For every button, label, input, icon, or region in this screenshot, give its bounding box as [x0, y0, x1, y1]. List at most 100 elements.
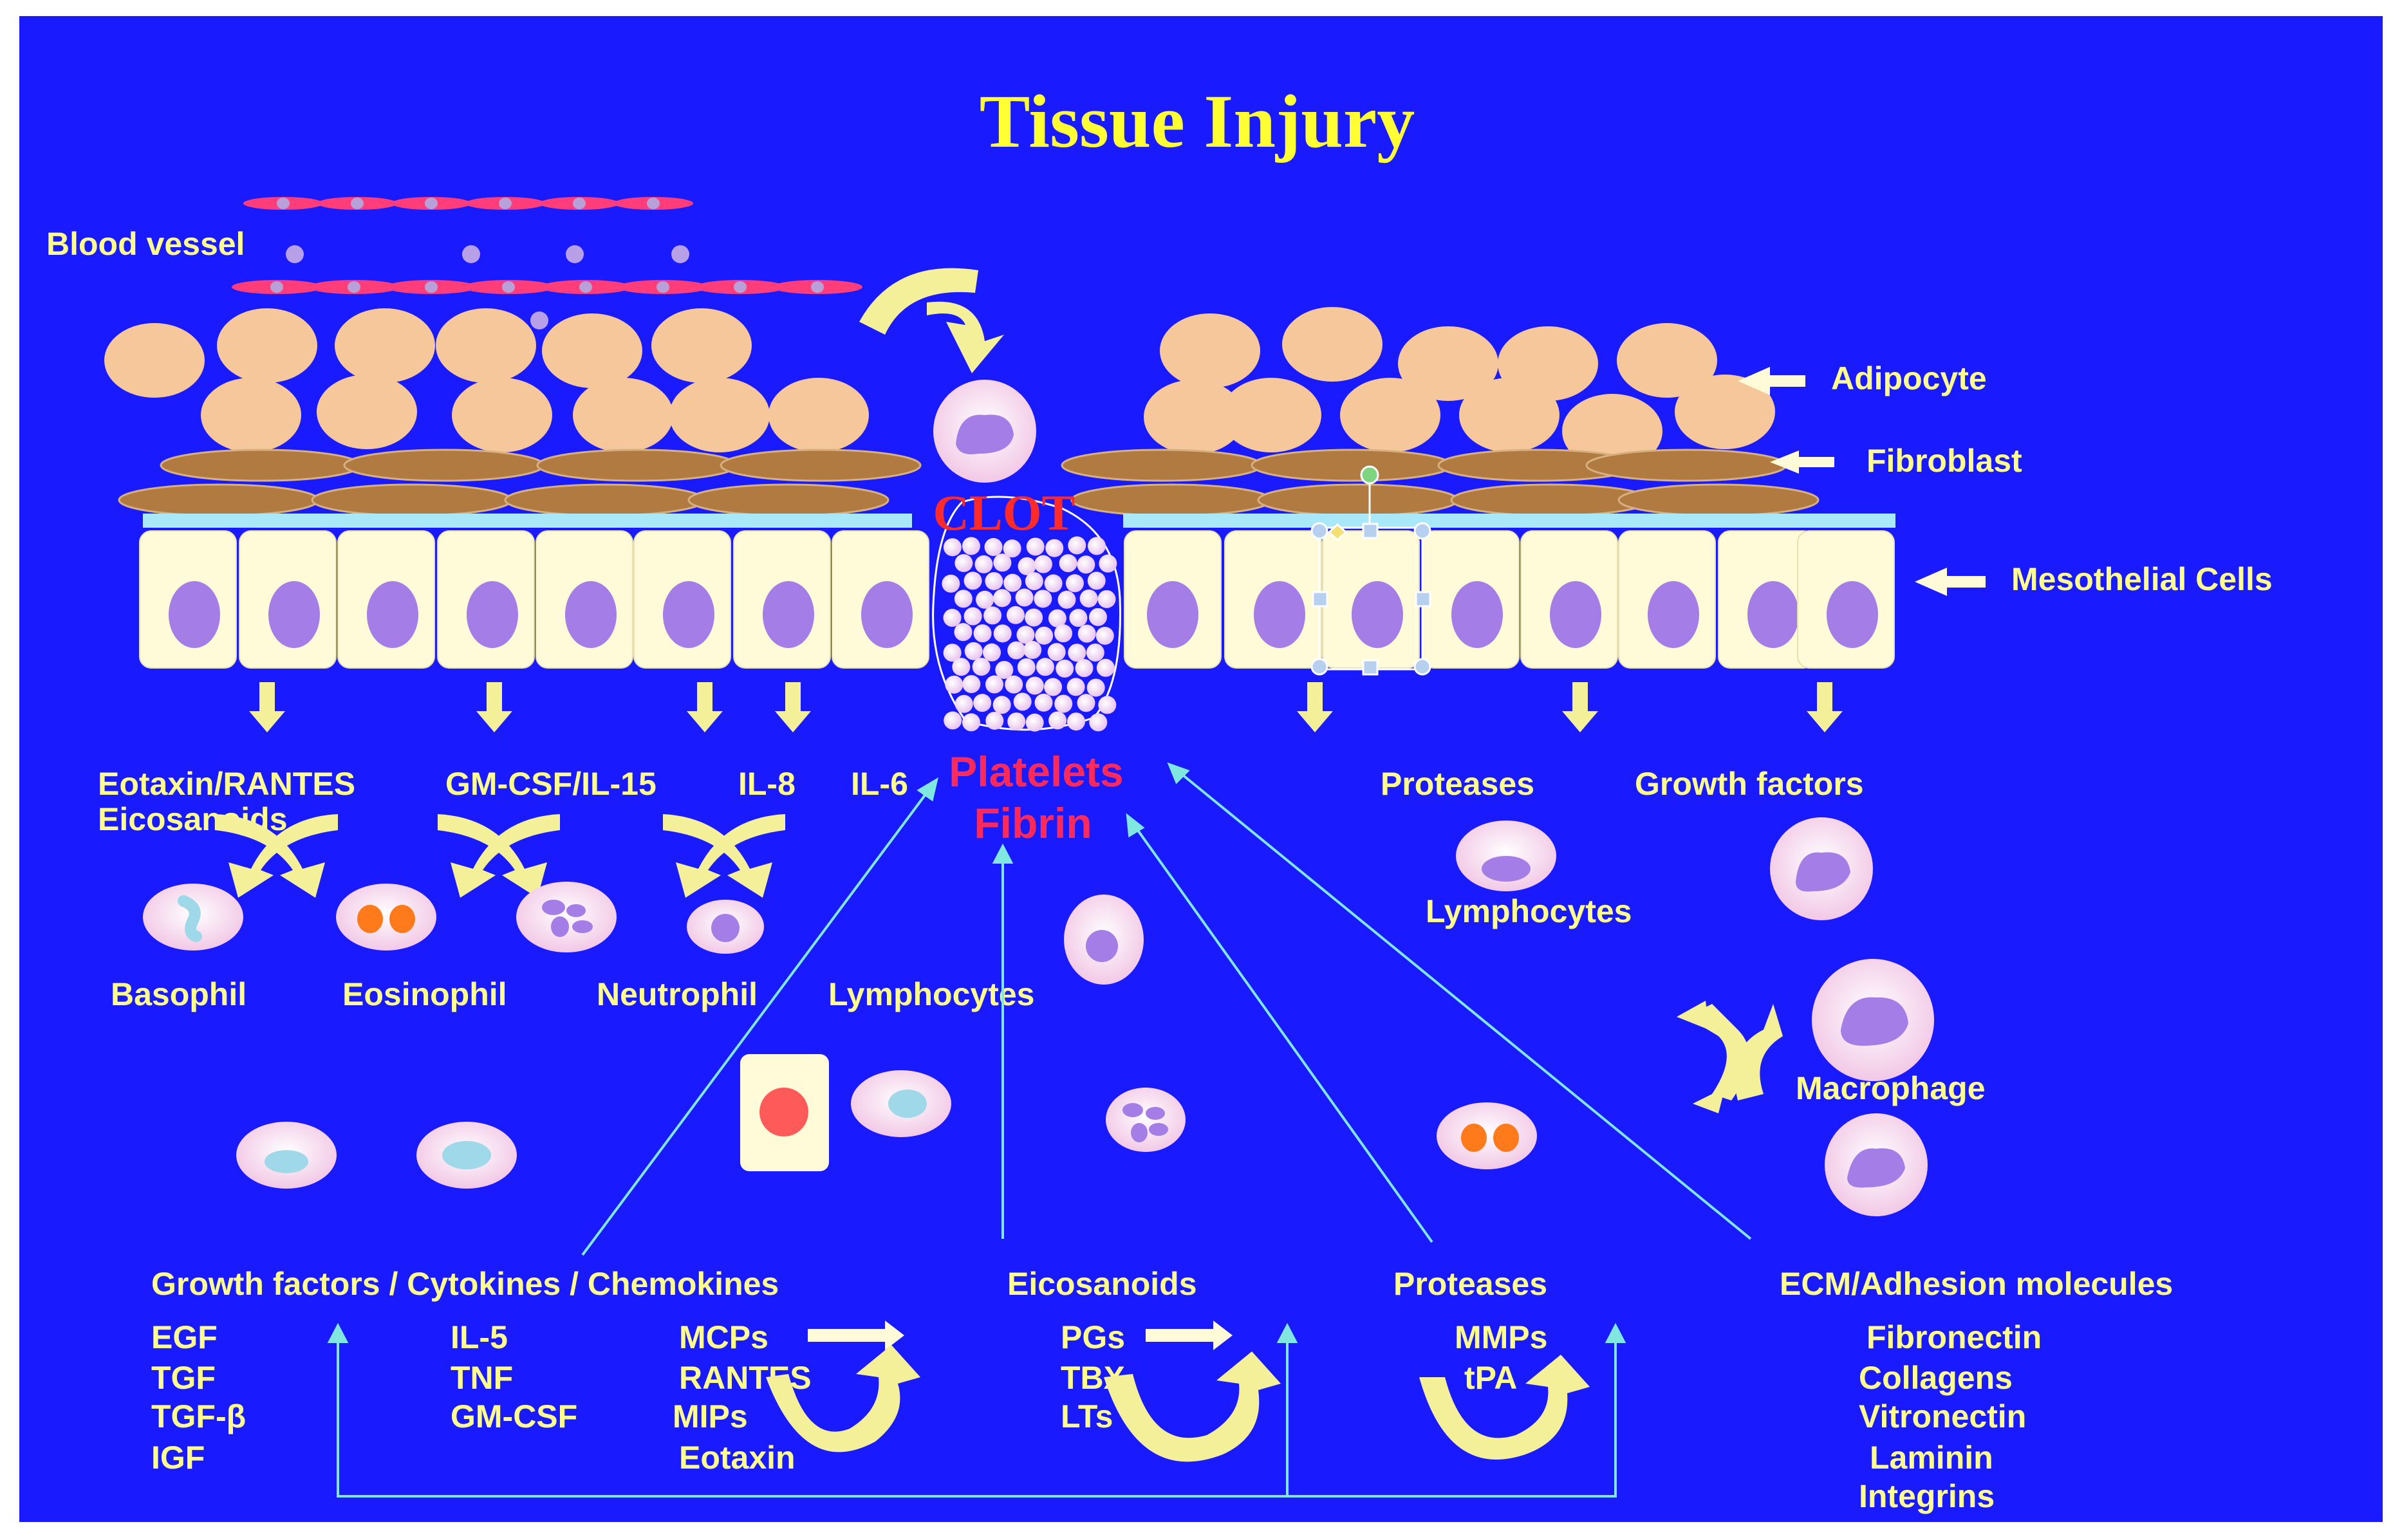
basophil-cell [143, 884, 243, 951]
prot-item: MMPs [1455, 1319, 1547, 1355]
adipocyte-cell [651, 308, 752, 383]
platelet [1075, 659, 1094, 678]
platelet [1034, 555, 1052, 573]
platelet [973, 624, 992, 643]
platelet [1025, 608, 1043, 627]
fibroblast-cell [687, 483, 889, 517]
platelet [1023, 640, 1042, 659]
platelet [943, 644, 962, 662]
fibroblast-cell [160, 449, 362, 482]
leukocyte-dot [566, 245, 584, 263]
selection-handles[interactable] [1310, 465, 1431, 676]
fibroblast-cell [311, 483, 513, 517]
basement-strip-right [1123, 514, 1895, 528]
platelet [1065, 574, 1084, 593]
platelet [1006, 606, 1025, 624]
fibrin-label: Fibrin [974, 799, 1092, 847]
platelet [1035, 626, 1054, 645]
eico-item: LTs [1061, 1398, 1113, 1434]
platelet [993, 624, 1012, 643]
endothelial-nucleus [573, 198, 586, 209]
eico-item: PGs [1061, 1319, 1125, 1355]
leukocyte-dot [462, 245, 480, 263]
platelet [995, 660, 1014, 679]
diagram-title: Tissue Injury [980, 79, 1415, 163]
gf-col2-item: IL-5 [451, 1319, 508, 1355]
platelet [942, 574, 960, 593]
macrophage-cell-upper [1812, 959, 1934, 1081]
cross-arrow-part [228, 814, 338, 898]
platelet [1068, 644, 1086, 662]
platelet [1087, 571, 1106, 590]
basophil-small-cell-2 [416, 1122, 517, 1189]
platelet [1095, 626, 1114, 645]
eosinophil-cell [336, 884, 436, 951]
platelet [952, 658, 971, 676]
platelet [1099, 554, 1117, 573]
adipocyte-cell [1340, 378, 1440, 452]
platelet [1044, 574, 1063, 593]
macrophage-cell [933, 380, 1036, 483]
platelet [1057, 590, 1076, 609]
platelet [1086, 643, 1104, 662]
blood-vessel-label: Blood vessel [46, 226, 245, 262]
proteases-label: Proteases [1381, 766, 1534, 802]
cross-arrow-part [676, 814, 785, 898]
clot-label: CLOT [933, 485, 1075, 541]
mesothelial-layer [139, 514, 1895, 669]
adipocyte-cell [317, 375, 417, 449]
lymphocytes-left-label: Lymphocytes [828, 976, 1034, 1012]
platelet [1096, 658, 1115, 677]
platelet [943, 609, 962, 627]
mesothelial-nucleus [1147, 581, 1198, 648]
mesothelial-nucleus [1550, 581, 1601, 648]
mesothelial-nucleus [1648, 581, 1699, 648]
gf-col1-item: IGF [151, 1440, 205, 1476]
ecm-item: Fibronectin [1867, 1319, 2042, 1355]
mesothelial-nucleus [1352, 581, 1403, 648]
mesothelial-nucleus [467, 581, 518, 648]
platelet [1034, 693, 1053, 712]
platelet [992, 696, 1011, 714]
cross-arrow-part [451, 814, 560, 898]
neutrophil-label: Neutrophil [597, 976, 758, 1012]
gf-col3-item: MIPs [673, 1398, 748, 1434]
platelet [1077, 555, 1095, 574]
small-right-arrows [808, 1321, 1233, 1350]
platelet [985, 675, 1003, 694]
endothelial-nucleus [270, 281, 283, 293]
adipocyte-cell [1160, 313, 1260, 388]
ecm-item: Integrins [1859, 1478, 1995, 1514]
platelet [974, 555, 993, 573]
platelet [1098, 696, 1117, 714]
cross-arrows-icon [216, 814, 785, 898]
down-arrow-icon [687, 682, 723, 732]
platelet [1007, 641, 1026, 660]
feedback-loop [327, 1322, 1626, 1498]
endothelial-nucleus [425, 281, 438, 293]
eosinophil-label: Eosinophil [342, 976, 507, 1012]
adipocyte-cell [436, 308, 536, 383]
gf-col3-item: Eotaxin [679, 1440, 796, 1476]
platelet [1047, 643, 1066, 662]
platelet [993, 589, 1012, 608]
platelet [1018, 557, 1036, 575]
adipocyte-layer [104, 307, 1775, 468]
il6-label: IL-6 [851, 766, 908, 802]
diagram-background [19, 16, 2383, 1522]
platelet [962, 537, 980, 555]
eotaxin-rantes-label: Eotaxin/RANTES [98, 766, 355, 802]
endothelial-nucleus [647, 198, 660, 209]
gmcsf-il15-label: GM-CSF/IL-15 [445, 766, 656, 802]
cross-arrow-part [663, 814, 772, 898]
mesothelial-nucleus [565, 581, 617, 648]
platelet [943, 538, 962, 557]
platelet [1054, 624, 1073, 643]
platelet [985, 711, 1004, 730]
platelet [985, 571, 1003, 590]
platelet [1048, 609, 1066, 627]
platelet [1025, 676, 1044, 695]
adipocyte-cell [1398, 326, 1498, 401]
endothelial-nucleus [656, 281, 669, 293]
ecm-item: Vitronectin [1859, 1398, 2026, 1434]
